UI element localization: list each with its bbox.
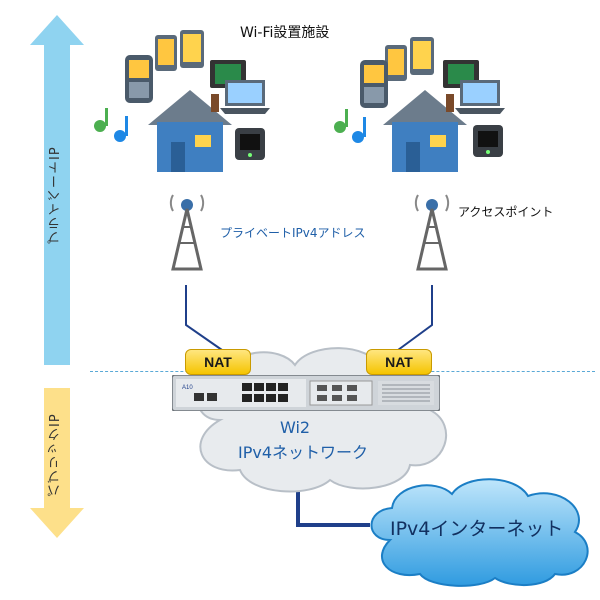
- public-ip-arrow: [30, 388, 84, 538]
- phone-icon: [360, 60, 388, 108]
- tablet-icon: [385, 45, 407, 81]
- facility-right: [334, 37, 505, 172]
- wi2-label: Wi2: [280, 418, 311, 437]
- network-switch-icon: A10: [172, 375, 440, 411]
- laptop-icon: [220, 80, 270, 114]
- nat-badge-left: NAT: [185, 349, 251, 375]
- cloud-icon: [370, 478, 589, 587]
- access-point-label: アクセスポイント: [458, 205, 554, 219]
- nat-badge-right: NAT: [366, 349, 432, 375]
- tablet-icon: [180, 30, 204, 68]
- laptop-icon: [455, 80, 505, 114]
- private-ipv4-address-label: プライベートIPv4アドレス: [220, 226, 366, 240]
- router-icon: [235, 128, 265, 160]
- music-icon: [94, 108, 128, 142]
- router-icon: [473, 125, 503, 157]
- house-icon: [148, 90, 232, 172]
- facility-left: [94, 30, 270, 172]
- svg-text:A10: A10: [182, 385, 193, 391]
- tablet-icon: [155, 35, 177, 71]
- ipv4-internet-label: IPv4インターネット: [390, 518, 564, 540]
- tablet-icon: [410, 37, 434, 75]
- facility-title: Wi-Fi設置施設: [240, 25, 330, 41]
- music-icon: [334, 109, 366, 143]
- private-ip-arrow: [30, 15, 84, 365]
- antenna-icon: [414, 194, 450, 271]
- house-icon: [383, 90, 467, 172]
- ipv4-network-label: IPv4ネットワーク: [238, 443, 369, 462]
- phone-icon: [125, 55, 153, 103]
- antenna-icon: [169, 194, 205, 271]
